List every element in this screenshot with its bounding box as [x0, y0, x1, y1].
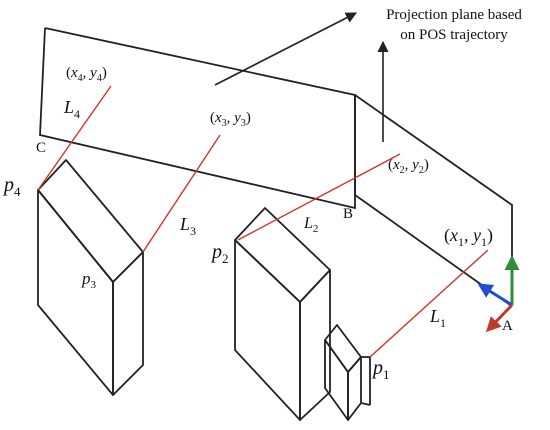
coord-x4-y4: (x4, y4) [66, 65, 107, 84]
point-label-a: A [502, 318, 513, 334]
ray-l3 [142, 134, 221, 253]
caption-line-2: on POS trajectory [400, 27, 508, 43]
label-p1: p1 [371, 357, 390, 382]
coord-x2-y2: (x2, y2) [388, 157, 429, 176]
object-p3-top-face [37, 159, 144, 283]
object-p1-front-face [324, 339, 349, 421]
ray-l2 [237, 153, 401, 241]
object-p2-front-face [234, 239, 301, 421]
axis-down-arrow [485, 303, 514, 333]
caption-line-1: Projection plane based [386, 7, 522, 23]
object-p1-edge-3 [360, 402, 371, 406]
point-label-c: C [36, 140, 46, 156]
projection-plane-outline [39, 27, 356, 210]
object-p1-side-face [347, 356, 362, 421]
plane-right-edge [354, 94, 513, 305]
label-p3: p3 [81, 269, 97, 291]
ray-l1 [369, 249, 489, 358]
axis-left-arrow [477, 283, 513, 307]
coord-x1-y1: (x1, y1) [444, 225, 493, 249]
label-l1: L1 [429, 306, 446, 330]
label-l2: L2 [303, 215, 318, 235]
label-p4: p4 [2, 174, 21, 199]
label-l3: L3 [179, 214, 196, 238]
coord-x3-y3: (x3, y3) [210, 110, 251, 129]
point-label-b: B [343, 206, 353, 222]
object-p2-side-face [299, 269, 331, 421]
caption-pointer-arrow [214, 12, 357, 86]
object-p3-front-face [37, 189, 114, 396]
label-p2: p2 [210, 241, 229, 266]
label-l4: L4 [63, 97, 80, 121]
object-p3-side-face [112, 251, 144, 396]
ray-l4 [37, 85, 112, 191]
